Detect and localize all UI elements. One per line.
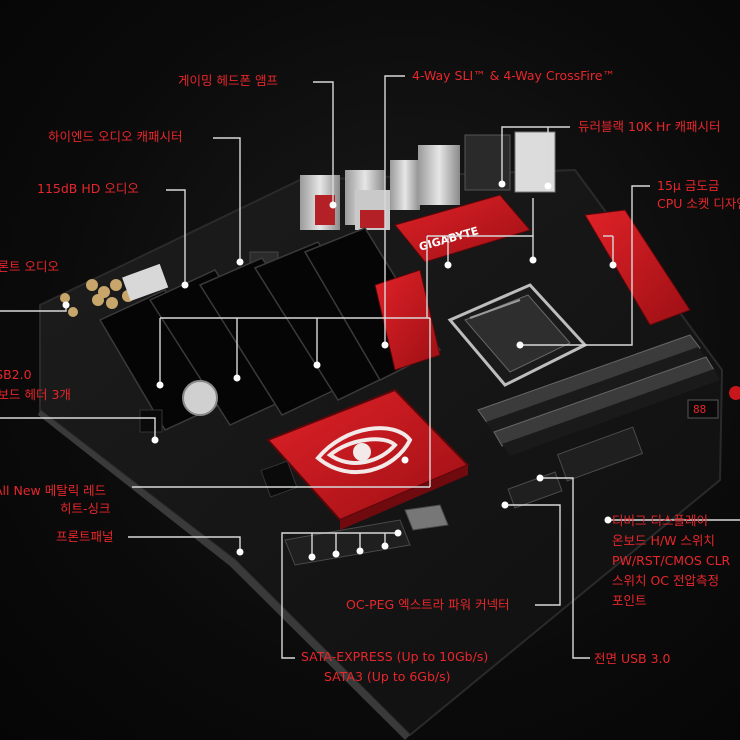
label-debug-4: 스위치 OC 전압측정 bbox=[612, 573, 720, 588]
label-usb2-2: 온보드 헤더 3개 bbox=[0, 387, 71, 402]
sata-ports bbox=[284, 504, 449, 566]
label-heatsink-1: All New 메탈릭 레드 bbox=[0, 483, 107, 498]
label-4way-sli: 4-Way SLI™ & 4-Way CrossFire™ bbox=[412, 68, 615, 83]
label-durablack-caps: 듀러블랙 10K Hr 캐패시터 bbox=[578, 119, 721, 134]
label-front-panel: 프론트패널 bbox=[56, 529, 114, 544]
callout-dots bbox=[62, 180, 617, 561]
label-front-audio: 프론트 오디오 bbox=[0, 259, 59, 274]
label-sata-1: SATA-EXPRESS (Up to 10Gb/s) bbox=[301, 649, 489, 664]
cmos-battery bbox=[182, 380, 218, 416]
chip-2 bbox=[139, 409, 163, 433]
label-debug-3: PW/RST/CMOS CLR bbox=[612, 553, 731, 568]
label-ocpeg: OC-PEG 엑스트라 파워 커넥터 bbox=[346, 597, 510, 612]
cpu-socket bbox=[447, 283, 588, 387]
callout-lines bbox=[0, 75, 740, 659]
label-hd-audio: 115dB HD 오디오 bbox=[37, 181, 139, 196]
label-gold-socket-1: 15μ 금도금 bbox=[657, 178, 720, 193]
chip-1 bbox=[260, 460, 298, 498]
label-highend-audio-caps: 하이엔드 오디오 캐패시터 bbox=[48, 129, 183, 144]
label-sata-2: SATA3 (Up to 6Gb/s) bbox=[324, 669, 451, 684]
label-front-usb3: 전면 USB 3.0 bbox=[594, 651, 671, 666]
label-gaming-headphone-amp: 게이밍 헤드폰 앰프 bbox=[178, 73, 278, 88]
label-debug-5: 포인트 bbox=[612, 593, 647, 608]
label-debug-1: 디버그 디스플레이 bbox=[612, 513, 708, 528]
pcb-edge bbox=[38, 410, 410, 740]
label-debug-2: 온보드 H/W 스위치 bbox=[612, 533, 715, 548]
usb3-header bbox=[507, 471, 563, 509]
vrm-heatsinks: GIGABYTE bbox=[374, 194, 691, 371]
label-heatsink-2: 히트-싱크 bbox=[60, 501, 111, 516]
debug-display: 88 bbox=[687, 386, 740, 419]
label-gold-socket-2: CPU 소켓 디자인 bbox=[657, 196, 740, 211]
label-usb2-1: USB2.0 bbox=[0, 367, 32, 382]
atx-power-connector bbox=[556, 426, 644, 482]
svg-text:88: 88 bbox=[693, 403, 706, 416]
dimm-slots bbox=[477, 334, 720, 456]
eye-logo-icon bbox=[315, 426, 413, 474]
